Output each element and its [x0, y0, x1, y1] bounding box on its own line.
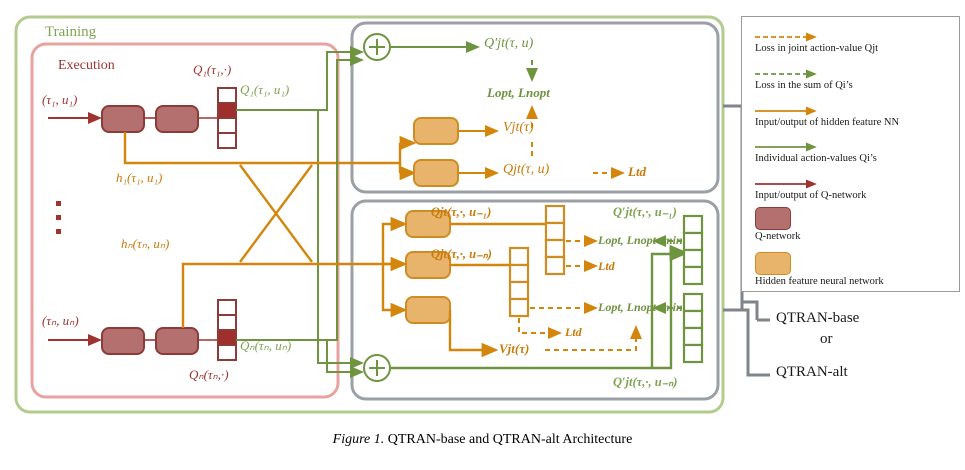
alt-green-vector-bot-cell-2	[682, 326, 704, 347]
bracket-arm-top	[742, 300, 759, 320]
caption-prefix: Figure 1.	[332, 432, 385, 447]
alt-green-vector-bot-cell-0	[682, 292, 704, 313]
bracket-label-qtran-base: QTRAN-base	[776, 310, 860, 326]
alt-td-arrow-bottom	[518, 318, 562, 339]
base-v-jt-label: Vjt(τ)	[503, 120, 534, 135]
base-loss-opt-nopt-label: Lopt, Lnopt	[487, 85, 550, 100]
alt-q-prime-un-label: Q′jt(τ,·, u₋ₙ)	[613, 375, 678, 389]
bracket-tip-bottom	[742, 308, 770, 377]
agent-1-q-vector-label: Q₁(τ₁,·)	[193, 62, 232, 77]
agent-1-input-label: (τ₁, u₁)	[42, 92, 78, 107]
agent-n-hidden-label: hₙ(τₙ, uₙ)	[121, 236, 170, 251]
legend-icon-swatch-q-network	[755, 207, 791, 230]
alt-loss-td-top-label: Ltd	[598, 259, 615, 273]
agent-1-q-value-label: Q₁(τ₁, u₁)	[240, 82, 290, 97]
qtran-base-box	[350, 21, 720, 194]
base-hidden-block-v	[413, 117, 459, 145]
bracket-spine	[723, 106, 744, 312]
agent-n-q-vector-label: Qₙ(τₙ,·)	[189, 367, 229, 382]
bracket-label-qtran-alt: QTRAN-alt	[776, 364, 848, 380]
agent-1-q-cell-2	[217, 117, 237, 134]
alt-green-vector-top-cell-3	[682, 265, 704, 286]
agent-1-qnet-block-1	[101, 105, 145, 133]
base-q-prime-jt-label: Q′jt(τ, u)	[484, 36, 534, 51]
agent-n-q-cell-2	[217, 329, 237, 346]
agent-n-q-line-to-base-sum	[236, 54, 364, 341]
execution-label: Execution	[58, 58, 115, 73]
alt-vector-a-cell-2	[544, 238, 566, 259]
agent-n-q-cell-3	[217, 344, 237, 361]
bracket-label-or: or	[820, 331, 833, 347]
hidden-fan-alt-1	[381, 216, 408, 264]
legend-icon-swatch-hidden-nn	[755, 252, 791, 275]
agent-1-hidden-label: h₁(τ₁, u₁)	[116, 170, 163, 185]
alt-green-vector-top-cell-1	[682, 231, 704, 252]
figure-caption: Figure 1. QTRAN-base and QTRAN-alt Archi…	[0, 432, 965, 448]
legend-label-5: Q-network	[755, 231, 801, 242]
agent-n-q-value-label: Qₙ(τₙ, uₙ)	[240, 338, 292, 353]
alt-vector-b-cell-0	[508, 246, 530, 267]
agent-1-q-line-to-alt-sum	[317, 110, 364, 369]
training-container	[14, 15, 725, 414]
alt-out-3-to-v	[448, 310, 499, 358]
agent-1-qnet-block-2	[155, 105, 199, 133]
alt-q-prime-u1-label: Q′jt(τ,·, u₋₁)	[613, 205, 677, 219]
alt-vector-a-cell-0	[544, 204, 566, 225]
agent-n-qnet-block-1	[101, 327, 145, 355]
legend-label-4: Input/output of Q-network	[755, 190, 867, 201]
agent-1-q-line-to-base-sum	[236, 46, 364, 111]
ellipsis-dot-2	[56, 215, 61, 220]
agent-n-hidden-line	[181, 262, 240, 328]
alt-loss-td-bottom-label: Ltd	[565, 325, 582, 339]
legend-box: Loss in joint action-value Qjt Loss in t…	[741, 16, 960, 292]
alt-green-vector-bot-cell-1	[682, 309, 704, 330]
alt-vector-a-cell-1	[544, 221, 566, 242]
alt-vector-b-cell-1	[508, 263, 530, 284]
training-label: Training	[45, 24, 97, 40]
alt-sum-out-line	[390, 257, 673, 370]
base-q-jt-label: Qjt(τ, u)	[503, 162, 550, 177]
alt-loss-bottom-label: Lopt, Lnopt−min	[598, 300, 683, 314]
hidden-cross-line-2	[239, 164, 313, 263]
alt-vector-a-cell-3	[544, 255, 566, 276]
ellipsis-dot-1	[56, 201, 61, 206]
alt-v-jt-label: Vjt(τ)	[499, 341, 530, 356]
agent-1-hidden-line	[123, 132, 238, 165]
alt-vector-b-cell-3	[508, 297, 530, 318]
alt-q-jt-un-label: Qjt(τ,·, u₋ₙ)	[431, 247, 492, 261]
hidden-fan-alt-3	[381, 264, 408, 318]
alt-vector-b-cell-2	[508, 280, 530, 301]
agent-n-q-cell-0	[217, 299, 237, 316]
base-hidden-block-q	[413, 159, 459, 187]
alt-hidden-block-3	[405, 296, 451, 324]
agent-n-q-cell-1	[217, 314, 237, 331]
alt-v-dashed-up	[545, 325, 642, 351]
agent-n-input-label: (τₙ, uₙ)	[42, 313, 79, 328]
legend-label-1: Loss in the sum of Qi’s	[755, 80, 853, 91]
agent-1-q-cell-3	[217, 132, 237, 149]
caption-text: QTRAN-base and QTRAN-alt Architecture	[387, 432, 633, 447]
alt-green-vector-top-cell-2	[682, 248, 704, 269]
legend-label-6: Hidden feature neural network	[755, 276, 884, 287]
legend-label-2: Input/output of hidden feature NN	[755, 117, 900, 128]
legend-label-3: Individual action-values Qi’s	[755, 153, 877, 164]
legend-icons	[755, 32, 817, 189]
alt-green-vector-bot-cell-3	[682, 343, 704, 364]
agent-1-hidden-to-base	[310, 143, 402, 165]
alt-q-jt-u1-label: Qjt(τ,·, u₋₁)	[431, 205, 492, 219]
alt-loss-top-label: Lopt, Lnopt−min	[598, 233, 683, 247]
base-loss-td-label: Ltd	[628, 164, 647, 179]
agent-1-q-cell-1	[217, 102, 237, 119]
ellipsis-dot-3	[56, 229, 61, 234]
alt-green-vector-top-cell-0	[682, 214, 704, 235]
agent-n-q-line-to-alt-sum	[326, 340, 364, 378]
agent-1-q-cell-0	[217, 87, 237, 104]
legend-label-0: Loss in joint action-value Qjt	[755, 43, 879, 54]
agent-n-qnet-block-2	[155, 327, 199, 355]
qtran-alt-box	[350, 199, 720, 401]
